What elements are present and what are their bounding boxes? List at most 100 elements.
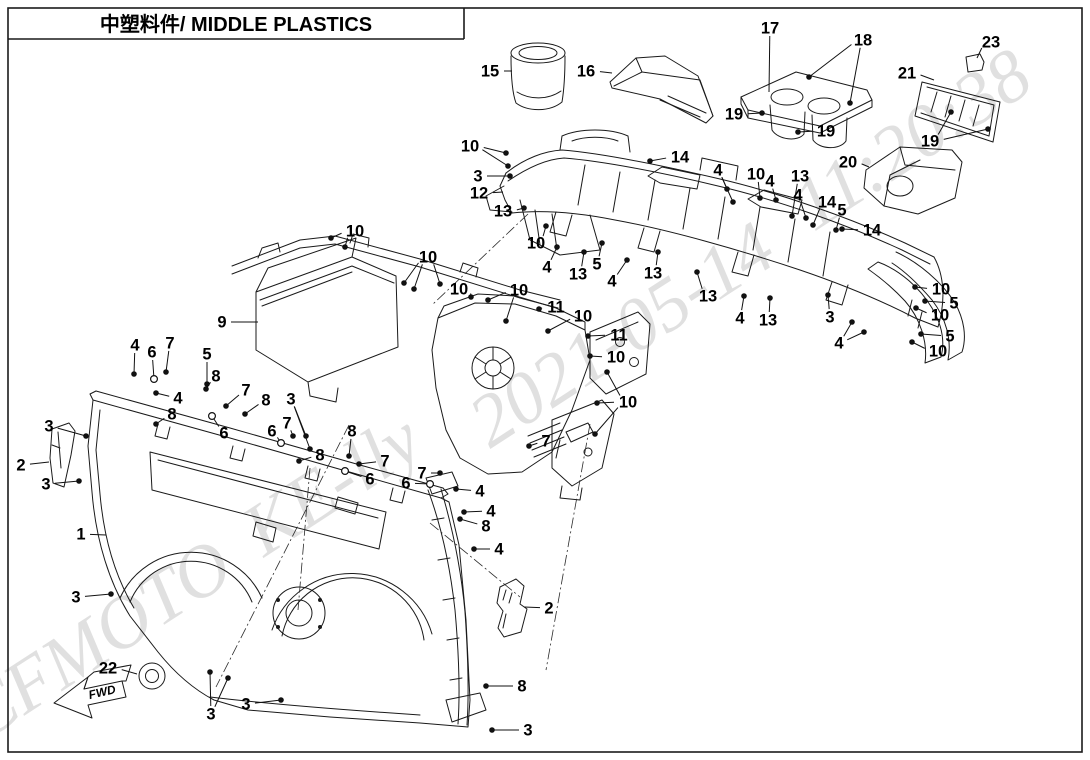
leader-line <box>483 147 507 154</box>
leader-line <box>547 318 571 332</box>
leader-line <box>121 669 138 675</box>
part-center-console <box>431 293 651 501</box>
callout-number-12-12: 12 <box>470 185 488 203</box>
callout-number-4-49: 4 <box>130 337 140 355</box>
callout-7: 7 <box>526 433 551 451</box>
centerlines <box>215 213 591 688</box>
callout-13: 13 <box>569 249 587 284</box>
fastener-dot <box>505 163 511 169</box>
callout-number-3-11: 3 <box>473 168 482 186</box>
callout-4: 4 <box>130 337 140 377</box>
callout-12: 12 <box>470 185 504 203</box>
fastener-dot <box>833 227 839 233</box>
fastener-dot <box>985 126 991 132</box>
callout-number-8-57: 8 <box>261 392 270 410</box>
fastener-dot <box>918 331 924 337</box>
fastener-dot <box>203 386 209 392</box>
callout-7: 7 <box>163 335 175 375</box>
callout-number-7-68: 7 <box>541 433 550 451</box>
leader-line <box>348 438 352 457</box>
fastener-dot <box>647 158 653 164</box>
fastener-dot <box>861 329 867 335</box>
leader-line <box>214 677 229 707</box>
part-dash-crossmember <box>485 129 944 328</box>
fastener-dot <box>536 306 542 312</box>
callout-number-10-42: 10 <box>510 282 528 300</box>
fastener-dot <box>461 509 467 515</box>
callout-number-4-25: 4 <box>834 335 844 353</box>
callout-9: 9 <box>217 314 258 332</box>
fastener-dot <box>342 244 348 250</box>
callout-number-10-40: 10 <box>419 249 437 267</box>
callout-7: 7 <box>223 382 251 409</box>
callout-13: 13 <box>644 249 662 283</box>
callout-number-19-7: 19 <box>817 123 835 141</box>
fastener-dot <box>153 390 159 396</box>
leader-line <box>89 533 107 536</box>
callout-number-14-14: 14 <box>671 149 690 167</box>
fastener-dot <box>163 369 169 375</box>
callout-13: 13 <box>694 269 717 306</box>
callout-10: 10 <box>909 339 947 361</box>
callout-number-13-29: 13 <box>791 168 809 186</box>
callout-13: 13 <box>759 295 777 330</box>
part-dash-end-covers <box>867 251 965 364</box>
leader-line <box>587 334 606 337</box>
leader-line <box>847 331 865 341</box>
callout-number-10-38: 10 <box>929 343 947 361</box>
leader-line <box>596 401 615 404</box>
callout-4: 4 <box>713 162 736 205</box>
callout-number-6-67: 6 <box>401 475 410 493</box>
callout-10: 10 <box>461 138 511 169</box>
fastener-dot <box>909 339 915 345</box>
fastener-dot <box>328 235 334 241</box>
callout-number-4-54: 4 <box>173 390 183 408</box>
leader-line <box>920 333 942 336</box>
callout-number-5-32: 5 <box>837 202 846 220</box>
callout-number-13-23: 13 <box>759 312 777 330</box>
callout-number-16-1: 16 <box>577 63 595 81</box>
callout-10: 10 <box>485 282 528 324</box>
leader-line <box>812 208 821 226</box>
callout-10: 10 <box>592 369 637 437</box>
callout-number-10-44: 10 <box>574 308 592 326</box>
callout-number-7-61: 7 <box>282 415 291 433</box>
callout-4: 4 <box>765 173 779 203</box>
leader-line <box>482 149 509 167</box>
callout-4: 4 <box>153 390 183 408</box>
fastener-dot <box>694 269 700 275</box>
leader-line <box>209 671 212 707</box>
part-glove-box <box>231 233 561 403</box>
part-vent-cover <box>609 55 714 124</box>
part-pillar-strut <box>425 471 487 726</box>
fastener-dot <box>485 297 491 303</box>
callout-8: 8 <box>296 447 325 465</box>
callout-number-13-20: 13 <box>644 265 662 283</box>
fastener-dot <box>296 458 302 464</box>
fastener-dot <box>948 109 954 115</box>
leader-line <box>791 183 798 217</box>
callout-number-3-24: 3 <box>825 309 834 327</box>
fastener-dot <box>526 443 532 449</box>
callout-3: 3 <box>71 589 114 607</box>
fastener-dot <box>847 100 853 106</box>
callout-number-6-65: 6 <box>365 471 374 489</box>
leader-line <box>358 461 377 465</box>
callout-10: 10 <box>913 305 949 325</box>
fastener-ring <box>277 439 286 448</box>
callout-number-4-72: 4 <box>494 541 504 559</box>
callout-18: 18 <box>806 32 872 106</box>
callout-4: 4 <box>453 483 485 501</box>
callout-4: 4 <box>471 541 504 559</box>
fastener-dot <box>545 328 551 334</box>
callout-10: 10 <box>401 249 443 292</box>
callout-number-6-60: 6 <box>267 423 276 441</box>
callout-number-10-39: 10 <box>346 223 364 241</box>
callout-number-3-79: 3 <box>206 706 215 724</box>
callout-19: 19 <box>795 123 835 141</box>
leader-line <box>54 480 80 484</box>
callout-number-7-66: 7 <box>417 465 426 483</box>
part-grommet <box>138 662 166 690</box>
callout-6: 6 <box>267 423 286 448</box>
